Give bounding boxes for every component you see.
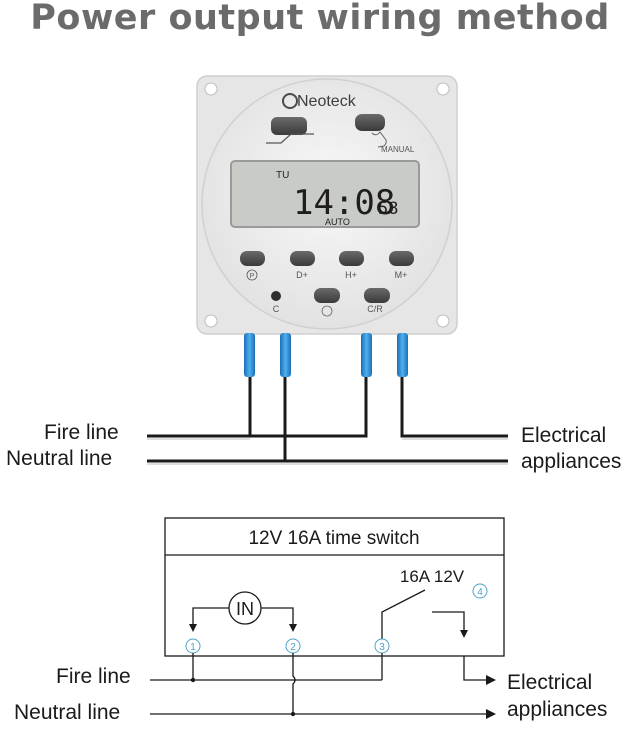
schematic-neutral-drop	[292, 653, 296, 714]
fire-wire-to-terminal-1	[147, 377, 252, 438]
day-label: D+	[296, 270, 308, 280]
top-neutral-line-label: Neutral line	[6, 447, 113, 470]
lcd-day: TU	[276, 170, 289, 181]
schematic-title: 12V 16A time switch	[248, 528, 419, 549]
connector-2	[280, 333, 291, 377]
arrow-right-icon	[486, 675, 496, 685]
schematic-neutral-line-label: Neutral line	[14, 701, 121, 724]
hand-pointer-icon	[371, 131, 387, 148]
page-title: Power output wiring method	[30, 0, 610, 38]
output-wire-to-appliances	[400, 377, 508, 438]
switch-symbol-icon	[266, 133, 314, 144]
brand-logo-icon	[282, 93, 298, 109]
arrow-down-icon	[460, 630, 468, 638]
top-appliances-label-2: appliances	[521, 450, 622, 473]
relay-output	[432, 611, 465, 632]
manual-toggle-button[interactable]	[314, 288, 340, 303]
terminal-1-label: 1	[190, 642, 196, 653]
fire-wire-to-terminal-3	[250, 377, 368, 438]
slide-switch[interactable]	[271, 117, 307, 135]
top-fire-line-label: Fire line	[44, 421, 119, 444]
clock-reset-button[interactable]	[271, 291, 281, 301]
day-button[interactable]	[290, 251, 315, 266]
mount-hole-top-right	[436, 82, 450, 96]
connector-3	[361, 333, 372, 377]
hour-label: H+	[345, 270, 357, 280]
program-label-circle-icon	[246, 269, 258, 281]
input-label: IN	[236, 599, 254, 619]
arrow-right-icon	[486, 709, 496, 719]
time-switch-device: Neoteck MANUAL TU 14:08 58 AUTO P D+ H+ …	[196, 75, 458, 335]
minute-button[interactable]	[389, 251, 414, 266]
lcd-seconds: 58	[378, 199, 398, 219]
schematic-box	[164, 517, 505, 657]
clock-symbol-icon	[321, 305, 333, 317]
relay-label: 16A 12V	[400, 567, 465, 586]
clock-label: C	[273, 304, 280, 314]
schematic-diagram: 12V 16A time switch IN 16A 12V 1 2 3 4	[150, 517, 505, 719]
schematic-output-line	[463, 656, 488, 681]
connector-4	[397, 333, 408, 377]
manual-label: MANUAL	[381, 145, 415, 154]
schematic-appliances-label-1: Electrical	[507, 671, 593, 694]
lcd-display	[230, 160, 420, 228]
hour-button[interactable]	[339, 251, 364, 266]
mount-hole-bottom-right	[436, 314, 450, 328]
arrow-down-icon	[189, 624, 197, 632]
minute-label: M+	[395, 270, 408, 280]
arrow-down-icon	[289, 624, 297, 632]
program-button[interactable]	[240, 251, 265, 266]
schematic-appliances-label-2: appliances	[507, 698, 608, 721]
lcd-mode: AUTO	[325, 217, 350, 227]
cancel-recall-button[interactable]	[364, 288, 390, 303]
terminal-2-label: 2	[290, 642, 296, 653]
terminal-3-label: 3	[379, 642, 385, 653]
schematic-fire-line-label: Fire line	[56, 665, 131, 688]
relay-contact	[381, 589, 426, 640]
mount-hole-bottom-left	[204, 314, 218, 328]
lcd-time: 14:08	[293, 183, 395, 223]
top-wiring	[147, 333, 508, 465]
connector-1	[244, 333, 255, 377]
top-appliances-label-1: Electrical	[521, 424, 607, 447]
cancel-recall-label: C/R	[367, 304, 383, 314]
brand-name: Neoteck	[297, 93, 357, 110]
terminal-4	[472, 583, 488, 599]
manual-button[interactable]	[355, 114, 385, 131]
mount-hole-top-left	[204, 82, 218, 96]
program-label: P	[250, 273, 255, 280]
terminal-4-label: 4	[477, 587, 483, 598]
